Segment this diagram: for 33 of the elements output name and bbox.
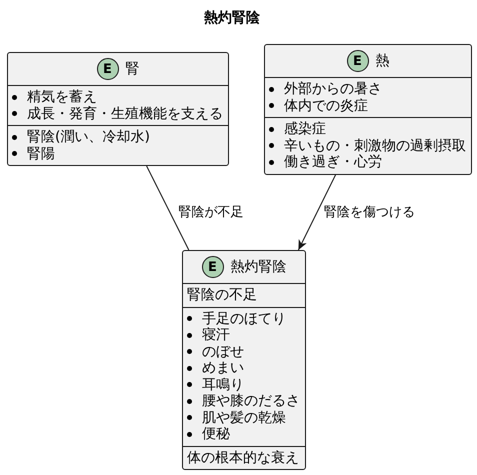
list-item: 成長・発育・生殖機能を支える	[27, 106, 223, 122]
entity-badge: E	[96, 58, 118, 80]
list-item: 感染症	[284, 121, 326, 138]
entity-name: 熱	[376, 52, 390, 70]
list-item: 寝汗	[202, 327, 230, 344]
edge-label: 腎陰を傷つける	[323, 205, 416, 220]
entity-box	[264, 44, 472, 174]
entity-text: 腎陰の不足	[186, 287, 257, 304]
list-item: 腎陰(潤い、冷却水)	[27, 129, 150, 146]
list-item: 手足のほてり	[202, 310, 286, 327]
entity-badge: E	[346, 50, 368, 72]
arrow	[298, 174, 336, 250]
list-item: 便秘	[202, 426, 230, 442]
connector-line	[146, 166, 190, 250]
edge-label: 腎陰が不足	[178, 205, 245, 220]
list-item: のぼせ	[202, 344, 244, 360]
entity-badge: E	[202, 256, 224, 278]
entity-name: 腎	[126, 60, 140, 78]
list-item: 外部からの暑さ	[284, 81, 382, 98]
entity-box	[7, 52, 229, 166]
list-item: めまい	[202, 360, 244, 376]
list-item: 肌や髪の乾燥	[202, 410, 286, 426]
entity-box	[182, 250, 306, 470]
list-item: 腰や膝のだるさ	[202, 393, 300, 410]
list-item: 働き過ぎ・心労	[284, 154, 382, 170]
entity-text: 体の根本的な衰え	[186, 450, 299, 466]
entity-name: 熱灼腎陰	[230, 258, 286, 276]
diagram-title: 熱灼腎陰	[204, 10, 260, 26]
list-item: 体内での炎症	[284, 98, 368, 114]
list-item: 辛いもの・刺激物の過剰摂取	[284, 138, 466, 154]
list-item: 耳鳴り	[202, 376, 244, 393]
list-item: 精気を蓄え	[27, 89, 97, 106]
list-item: 腎陽	[27, 146, 55, 162]
